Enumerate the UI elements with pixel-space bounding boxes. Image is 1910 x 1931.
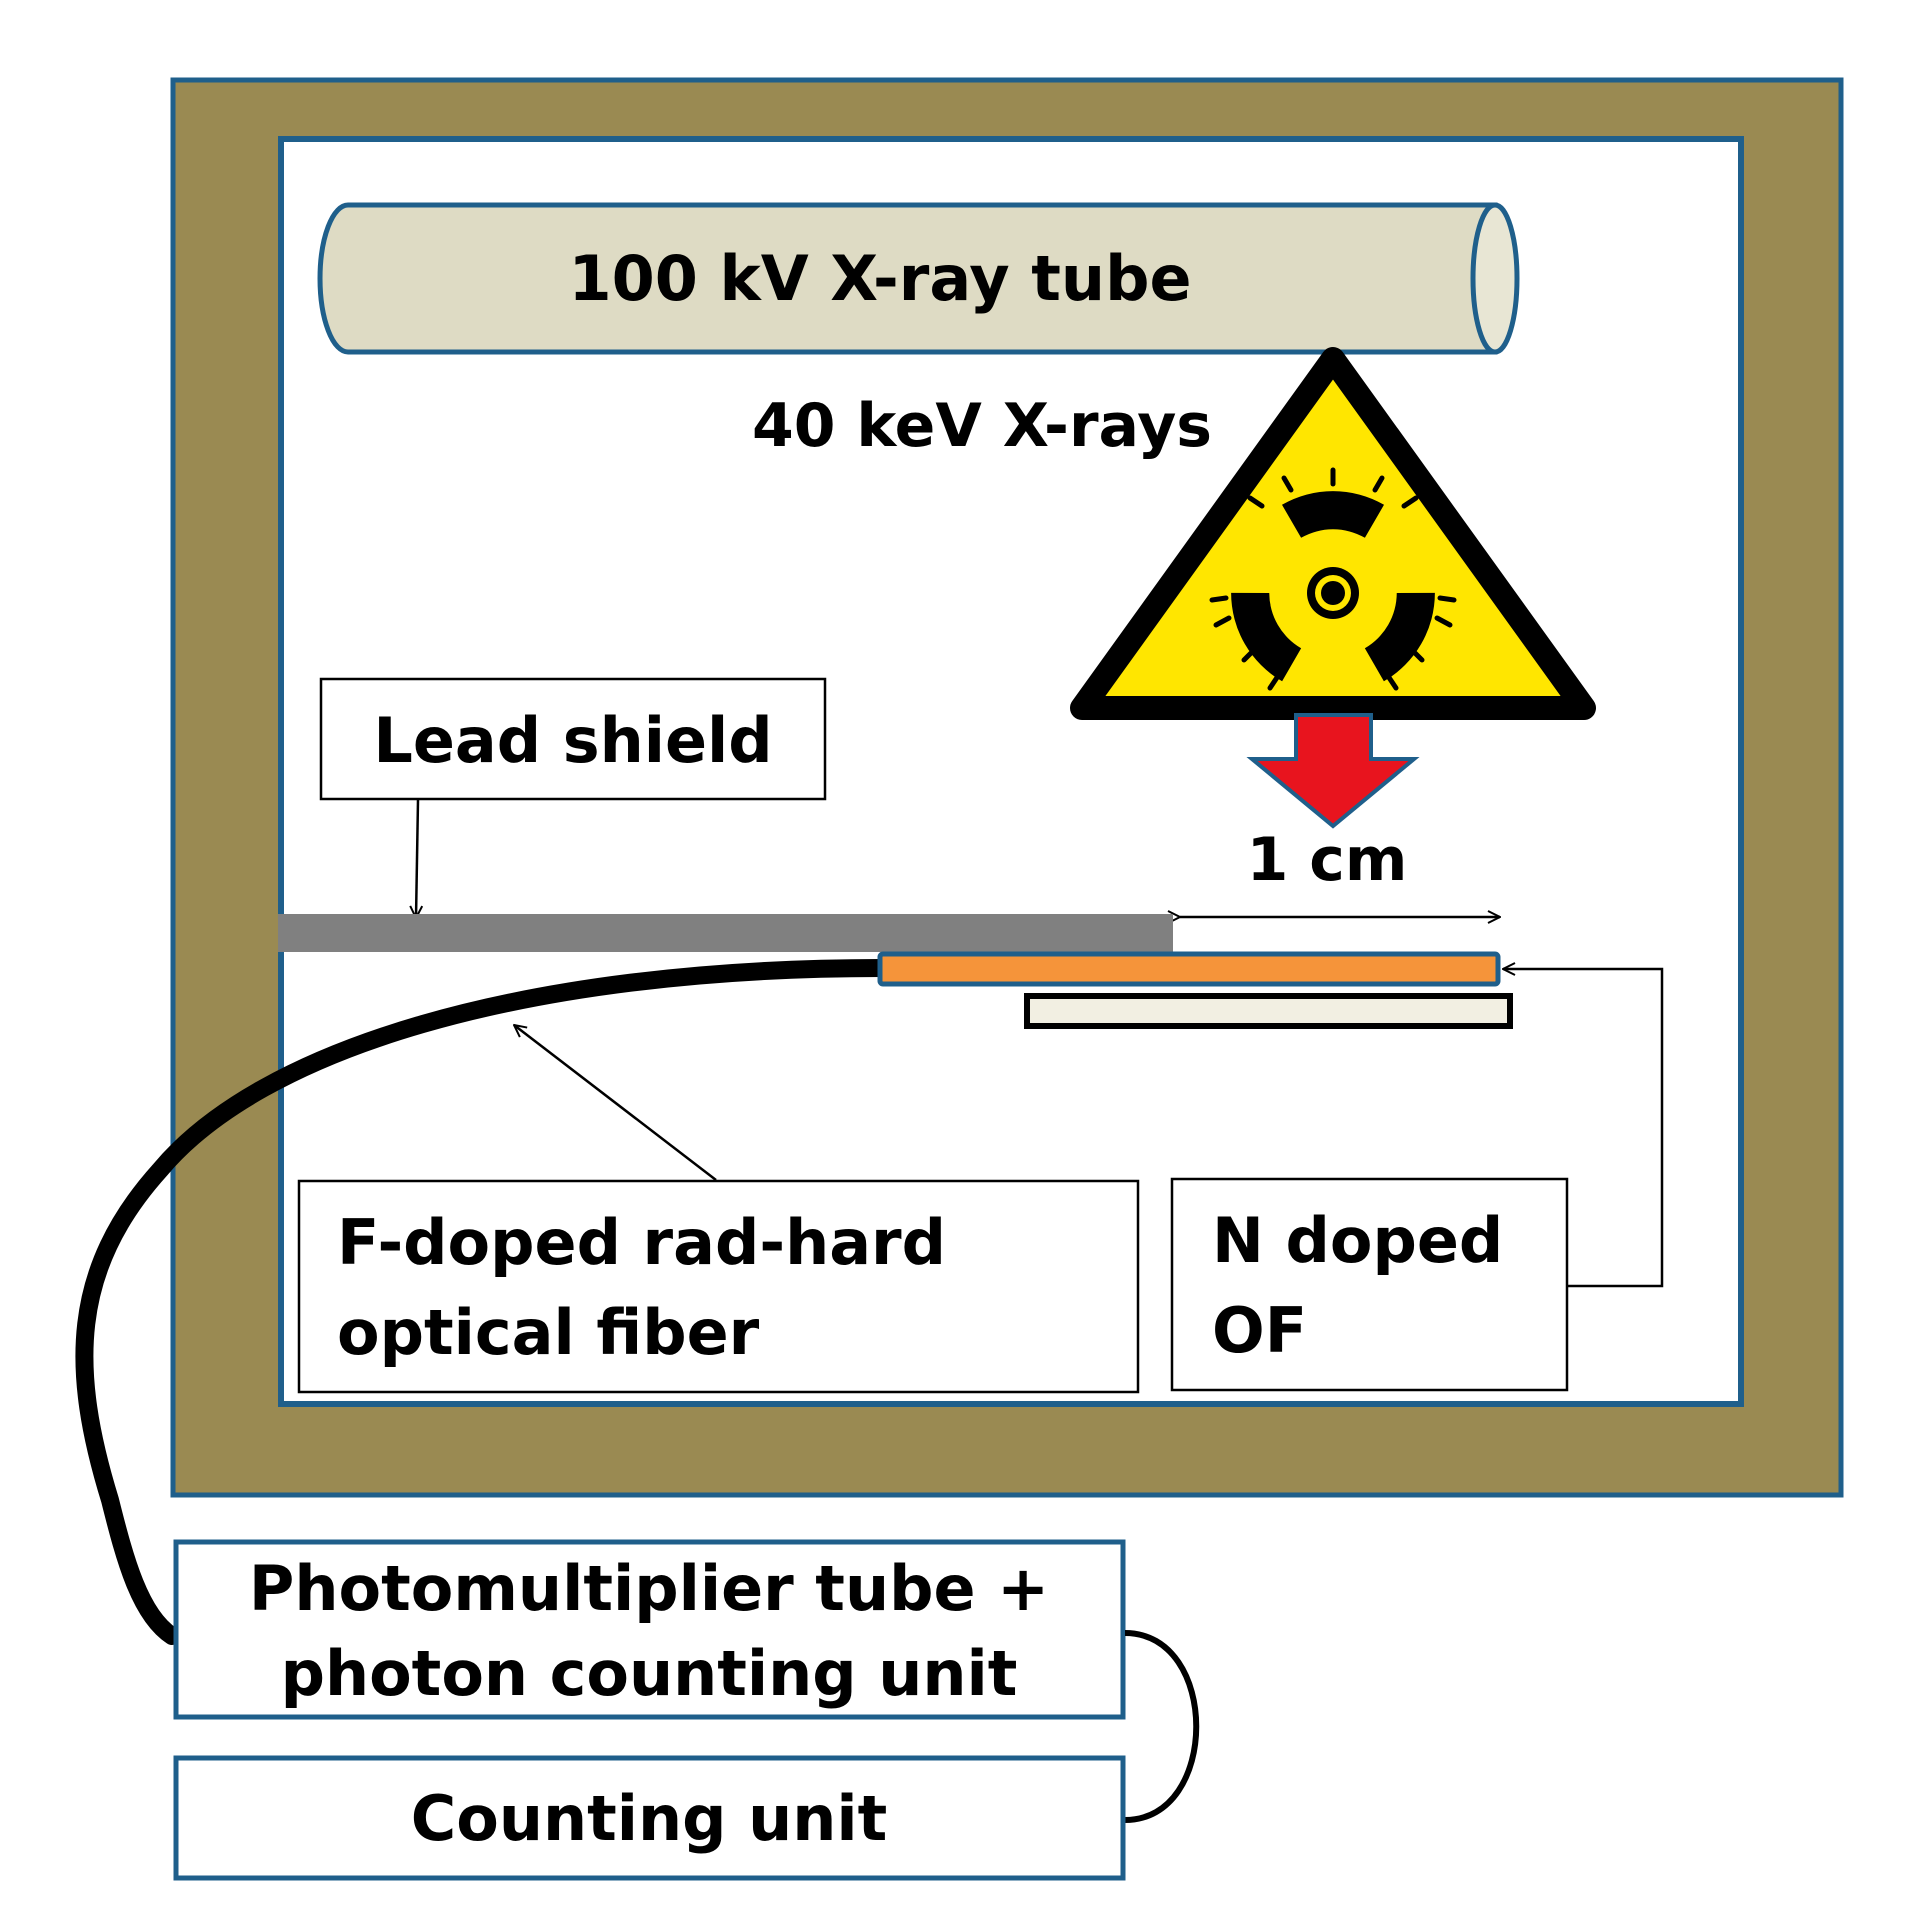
f-fiber-label-line1: F-doped rad-hard [337, 1206, 946, 1279]
length-label: 1 cm [1247, 825, 1408, 895]
counting-unit-label: Counting unit [411, 1782, 888, 1855]
n-fiber-label-line1: N doped [1212, 1204, 1503, 1277]
down-arrow-icon [1246, 713, 1420, 829]
lead-shield [278, 914, 1173, 952]
photomultiplier-box [173, 1539, 1126, 1720]
n-fiber-label-line2: OF [1212, 1294, 1307, 1367]
optical-fiber-cable [75, 959, 891, 1645]
n-fiber-label-box [1170, 1177, 1569, 1392]
n-fiber-pointer [1503, 969, 1664, 1288]
f-fiber-pointer [514, 1025, 717, 1181]
pmt-counting-connector [1124, 1630, 1200, 1823]
xray-tube [317, 202, 1520, 355]
radiation-warning-icon [1070, 347, 1596, 720]
lead-shield-label: Lead shield [373, 704, 772, 777]
xray-energy-label: 40 keV X-rays [752, 391, 1212, 461]
pmt-label-line1: Photomultiplier tube + [249, 1552, 1049, 1625]
lead-shield-pointer [416, 799, 418, 918]
lead-shield-label-box [319, 677, 827, 801]
pmt-label-line2: photon counting unit [281, 1637, 1018, 1710]
f-fiber-label-box [297, 1179, 1140, 1394]
n-doped-optical-fiber [1024, 993, 1513, 1029]
counting-unit-box [173, 1755, 1126, 1881]
xray-tube-label: 100 kV X-ray tube [569, 242, 1192, 315]
f-fiber-label-line2: optical fiber [337, 1296, 760, 1369]
f-doped-optical-fiber [877, 951, 1501, 987]
